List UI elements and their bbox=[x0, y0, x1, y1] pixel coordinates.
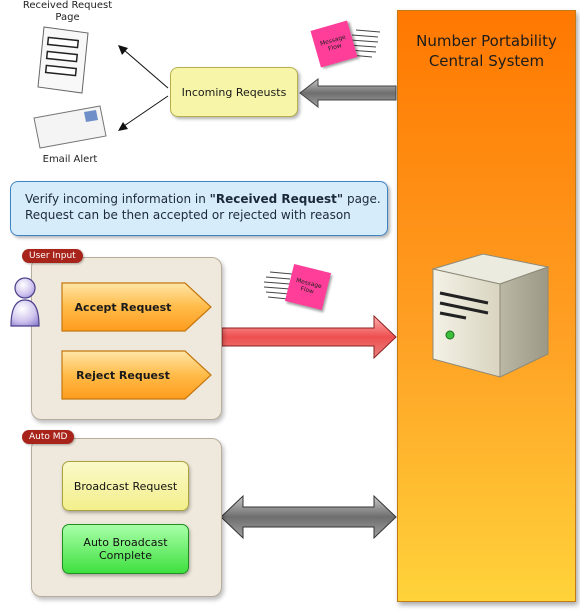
reject-request-shape[interactable] bbox=[60, 349, 215, 401]
envelope-icon bbox=[33, 105, 107, 149]
broadcast-request-box[interactable]: Broadcast Request bbox=[62, 461, 189, 511]
accept-request-button[interactable]: Accept Request bbox=[74, 300, 172, 314]
incoming-requests-box: Incoming Reqeusts bbox=[170, 67, 298, 117]
outgoing-flow-arrow bbox=[221, 314, 397, 360]
central-system-title: Number Portability Central System bbox=[416, 32, 557, 70]
reject-request-button[interactable]: Reject Request bbox=[76, 368, 170, 382]
connector-to-received-page bbox=[118, 45, 169, 89]
central-system-panel: Number Portability Central System bbox=[397, 10, 576, 602]
email-alert-label: Email Alert bbox=[42, 154, 98, 165]
motion-lines-middle bbox=[263, 271, 293, 300]
info-box: Verify incoming information in "Received… bbox=[10, 181, 388, 236]
document-icon bbox=[37, 26, 89, 94]
bidirectional-flow-arrow bbox=[220, 494, 397, 540]
info-line-2: Request can be then accepted or rejected… bbox=[25, 208, 351, 222]
received-page-label: Received Request Page bbox=[22, 0, 113, 23]
server-icon bbox=[431, 253, 550, 378]
user-input-tag: User Input bbox=[22, 249, 83, 263]
incoming-flow-arrow bbox=[299, 77, 397, 109]
accept-request-shape[interactable] bbox=[60, 281, 215, 333]
auto-broadcast-complete-box[interactable]: Auto Broadcast Complete bbox=[62, 524, 189, 574]
info-line-1: Verify incoming information in "Received… bbox=[25, 192, 381, 206]
connector-to-email-alert bbox=[118, 95, 169, 131]
auto-md-tag: Auto MD bbox=[22, 430, 75, 444]
user-avatar-icon bbox=[10, 277, 40, 327]
